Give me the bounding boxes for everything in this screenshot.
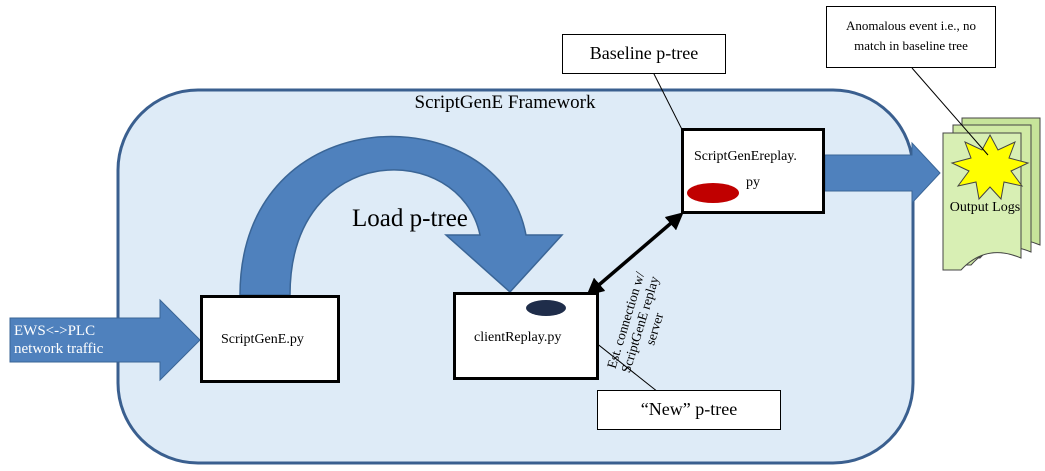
replay-server-label-line2: py	[746, 175, 760, 190]
output-logs-label: Output Logs	[949, 200, 1021, 215]
baseline-ptree-callout: Baseline p-tree	[562, 34, 726, 74]
baseline-ptree-ellipse	[687, 183, 739, 203]
output-arrow	[824, 141, 941, 205]
input-traffic-arrow	[9, 298, 201, 382]
scriptgene-label: ScriptGenE.py	[221, 332, 304, 347]
anomaly-callout-line1: Anomalous event i.e., no	[846, 18, 976, 33]
client-ptree-ellipse	[526, 300, 566, 316]
replay-server-label-line1: ScriptGenEreplay.	[694, 149, 797, 164]
new-ptree-callout: “New” p-tree	[597, 390, 781, 430]
input-label-line1: EWS<->PLC	[14, 323, 96, 339]
framework-title: ScriptGenE Framework	[414, 92, 596, 113]
anomaly-callout-pointer	[911, 67, 989, 156]
anomaly-starburst-icon	[950, 133, 1030, 201]
replay-server-box: ScriptGenEreplay. py	[681, 128, 825, 214]
new-callout-label: “New” p-tree	[640, 399, 738, 419]
connection-arrow	[586, 212, 684, 296]
client-replay-label: clientReplay.py	[474, 330, 562, 345]
load-ptree-arrow	[239, 135, 564, 296]
load-ptree-label: Load p-tree	[352, 205, 468, 232]
input-label-line2: network traffic	[14, 341, 104, 357]
input-traffic-label: EWS<->PLC network traffic	[14, 322, 164, 358]
baseline-callout-label: Baseline p-tree	[589, 43, 699, 63]
anomaly-callout: Anomalous event i.e., no match in baseli…	[826, 6, 996, 68]
scriptgene-box: ScriptGenE.py	[200, 295, 340, 383]
client-replay-box: clientReplay.py	[453, 292, 599, 380]
anomaly-callout-line2: match in baseline tree	[854, 38, 968, 53]
